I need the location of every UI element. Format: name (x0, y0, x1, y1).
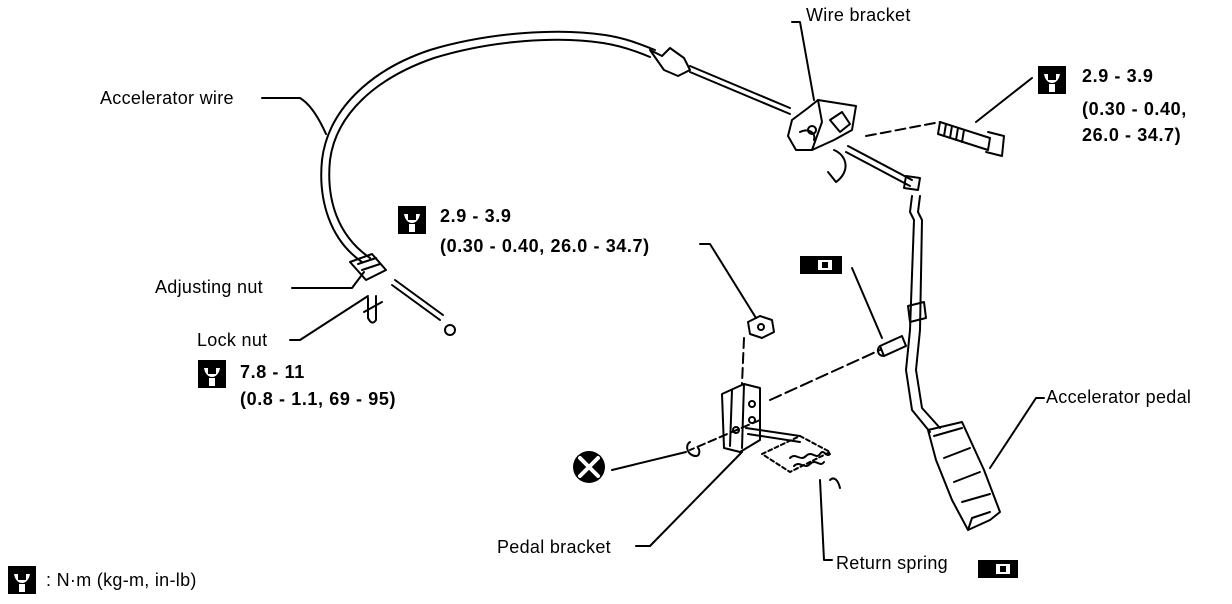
return-spring-label: Return spring (836, 553, 948, 573)
pedal-bracket-label: Pedal bracket (497, 537, 611, 557)
pedal-nut-torque-line1: 2.9 - 3.9 (440, 206, 512, 226)
grease-icon (800, 256, 842, 274)
adjusting-nut-label: Adjusting nut (155, 277, 263, 297)
torque-unit-legend: : N·m (kg-m, in-lb) (46, 570, 197, 590)
grease-icon (978, 560, 1018, 578)
torque-wrench-icon (398, 206, 426, 234)
bracket-bolt (937, 121, 1005, 157)
wire-bracket-label: Wire bracket (806, 5, 911, 25)
do-not-reuse-icon (573, 451, 605, 483)
bracket-bolt-torque-line2: (0.30 - 0.40, (1082, 99, 1187, 119)
pedal-nut (747, 315, 775, 339)
torque-wrench-icon (1038, 66, 1066, 94)
bracket-bolt-torque-line1: 2.9 - 3.9 (1082, 66, 1154, 86)
accelerator-pedal (905, 195, 1001, 531)
lock-nut (363, 295, 383, 324)
wire-bracket (787, 99, 857, 183)
accelerator-wire (320, 30, 656, 263)
adjusting-nut (349, 253, 387, 281)
bracket-bolt-torque-line3: 26.0 - 34.7) (1082, 125, 1182, 145)
lock-nut-torque-line1: 7.8 - 11 (240, 362, 305, 382)
accelerator-wire-label: Accelerator wire (100, 88, 234, 108)
return-spring (761, 435, 841, 489)
pedal-nut-torque-line2: (0.30 - 0.40, 26.0 - 34.7) (440, 236, 650, 256)
e-ring (686, 441, 701, 457)
torque-wrench-icon (198, 360, 226, 388)
accelerator-pedal-label: Accelerator pedal (1046, 387, 1192, 407)
torque-wrench-icon (8, 566, 36, 594)
lock-nut-label: Lock nut (197, 330, 268, 350)
lock-nut-torque-line2: (0.8 - 1.1, 69 - 95) (240, 389, 397, 409)
